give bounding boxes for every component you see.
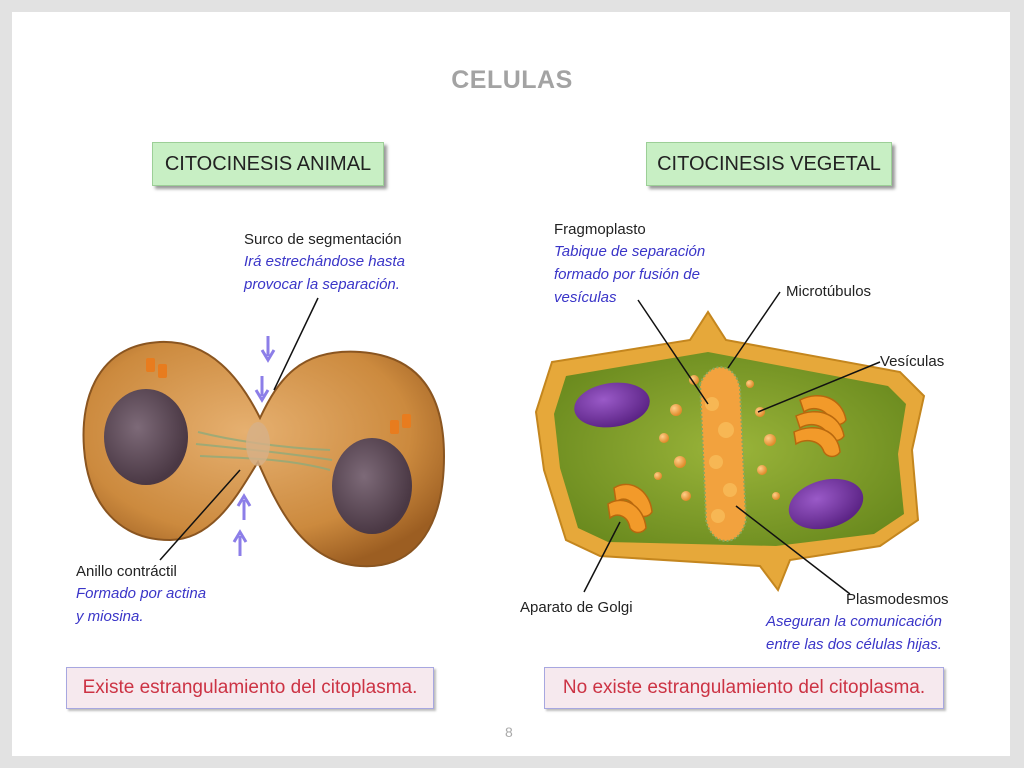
desc-line: entre las dos células hijas. xyxy=(766,636,942,653)
note-plant: No existe estrangulamiento del citoplasm… xyxy=(544,667,944,709)
plant-cell xyxy=(534,291,926,595)
desc-phragmoplast: Tabique de separación formado por fusión… xyxy=(554,240,705,309)
desc-line: Tabique de separación xyxy=(554,243,706,260)
desc-line: formado por fusión de xyxy=(554,266,700,283)
label-cleavage-furrow: Surco de segmentación xyxy=(244,231,402,248)
desc-line: Formado por actina xyxy=(76,585,207,602)
label-microtubules: Microtúbulos xyxy=(786,283,872,300)
heading-plant-cytokinesis: CITOCINESIS VEGETAL xyxy=(646,142,892,186)
desc-contractile-ring: Formado por actina y miosina. xyxy=(76,582,206,628)
desc-line: Aseguran la comunicación xyxy=(766,613,942,630)
heading-animal-cytokinesis: CITOCINESIS ANIMAL xyxy=(152,142,384,186)
page-number: 8 xyxy=(505,724,513,740)
desc-plasmodesmata: Aseguran la comunicación entre las dos c… xyxy=(766,610,942,656)
desc-line: provocar la separación. xyxy=(244,276,400,293)
note-animal: Existe estrangulamiento del citoplasma. xyxy=(66,667,434,709)
label-golgi: Aparato de Golgi xyxy=(520,599,633,616)
desc-line: Irá estrechándose hasta xyxy=(244,253,405,270)
label-contractile-ring: Anillo contráctil xyxy=(76,563,177,580)
desc-line: vesículas xyxy=(554,289,617,306)
animal-cell xyxy=(82,297,446,568)
label-vesicles: Vesículas xyxy=(880,353,945,370)
label-plasmodesmata: Plasmodesmos xyxy=(846,591,949,608)
desc-line: y miosina. xyxy=(76,608,144,625)
label-phragmoplast: Fragmoplasto xyxy=(554,221,646,238)
slide-title: CELULAS xyxy=(451,66,573,94)
desc-cleavage-furrow: Irá estrechándose hasta provocar la sepa… xyxy=(244,250,405,296)
